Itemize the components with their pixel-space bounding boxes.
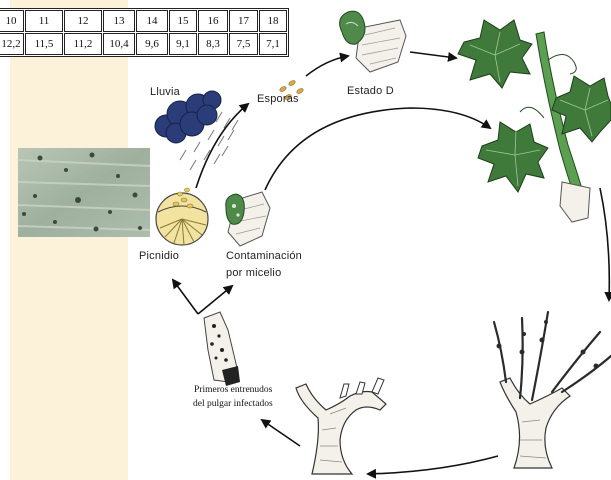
mycelium-contamination-icon — [226, 192, 270, 246]
label-contamination-line2: por micelio — [226, 267, 281, 279]
label-spores: Esporas — [257, 93, 299, 105]
arrow-shoot-to-canes — [600, 188, 609, 300]
dormant-vine-canes-icon — [494, 312, 611, 468]
pycnidium-icon — [156, 188, 208, 245]
label-contamination-line1: Contaminación — [226, 250, 302, 262]
label-stage-d: Estado D — [347, 85, 394, 97]
arrow-canes-to-trunk — [368, 456, 498, 474]
arrow-mycelium-to-shoot — [265, 108, 490, 190]
label-pycnidium: Picnidio — [139, 250, 179, 262]
micrograph-image — [18, 148, 150, 237]
arrow-cane-to-pycnidium — [173, 280, 198, 314]
arrow-stage-d-to-shoot — [410, 52, 456, 58]
arrow-spores-to-stage-d — [306, 56, 348, 76]
pruned-vine-trunk-icon — [296, 378, 386, 474]
label-infected-line1: Primeros entrenudos — [194, 385, 272, 395]
rain-cloud-icon — [155, 91, 238, 170]
leaf-icon — [478, 122, 548, 192]
infected-cane-icon — [204, 312, 240, 386]
label-infected-line2: del pulgar infectados — [193, 399, 273, 409]
arrow-cane-to-mycelium — [198, 286, 232, 314]
grapevine-shoot-icon — [458, 20, 611, 222]
label-rain: Lluvia — [150, 86, 180, 98]
arrow-trunk-to-infected-cane — [262, 420, 300, 446]
stage-d-bud-icon — [340, 11, 406, 72]
